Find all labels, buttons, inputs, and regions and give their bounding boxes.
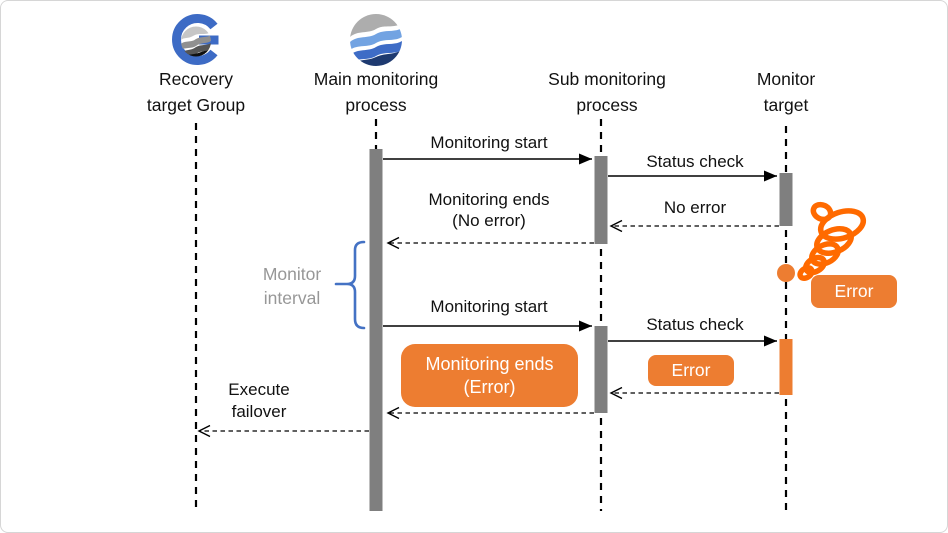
message-label-monitoring-start-2: Monitoring start	[430, 297, 548, 316]
actor-label-sub-monitoring-process: Sub monitoring process	[548, 69, 666, 115]
badge-error-event: Error	[811, 275, 897, 308]
tornado-error-icon	[797, 201, 867, 281]
message-label-execute-failover: Execute failover	[228, 380, 290, 421]
actor-label-monitor-target: Monitor target	[756, 69, 816, 115]
main-monitoring-waves-globe-icon	[350, 14, 402, 66]
badge-error-return: Error	[648, 355, 734, 386]
activation-target-error	[779, 339, 793, 395]
actor-label-recovery-target-group: Recovery target Group	[146, 69, 246, 115]
actor-label-main-monitoring-process: Main monitoring process	[313, 69, 439, 115]
message-label-no-error: No error	[663, 198, 727, 217]
recovery-group-g-icon	[172, 14, 219, 65]
message-label-monitoring-ends-no-error: Monitoring ends (No error)	[428, 190, 550, 230]
activation-sub-1	[594, 156, 608, 244]
activation-target-1	[779, 173, 793, 226]
message-label-monitoring-start-1: Monitoring start	[430, 133, 548, 152]
activation-main	[369, 149, 383, 511]
activation-sub-2	[594, 326, 608, 413]
error-dot	[777, 264, 795, 282]
monitor-interval-brace	[334, 240, 366, 330]
message-label-status-check-2: Status check	[646, 315, 744, 334]
message-label-status-check-1: Status check	[646, 152, 744, 171]
monitor-interval-label: Monitor interval	[262, 264, 322, 308]
badge-monitoring-ends-error: Monitoring ends (Error)	[401, 344, 578, 407]
